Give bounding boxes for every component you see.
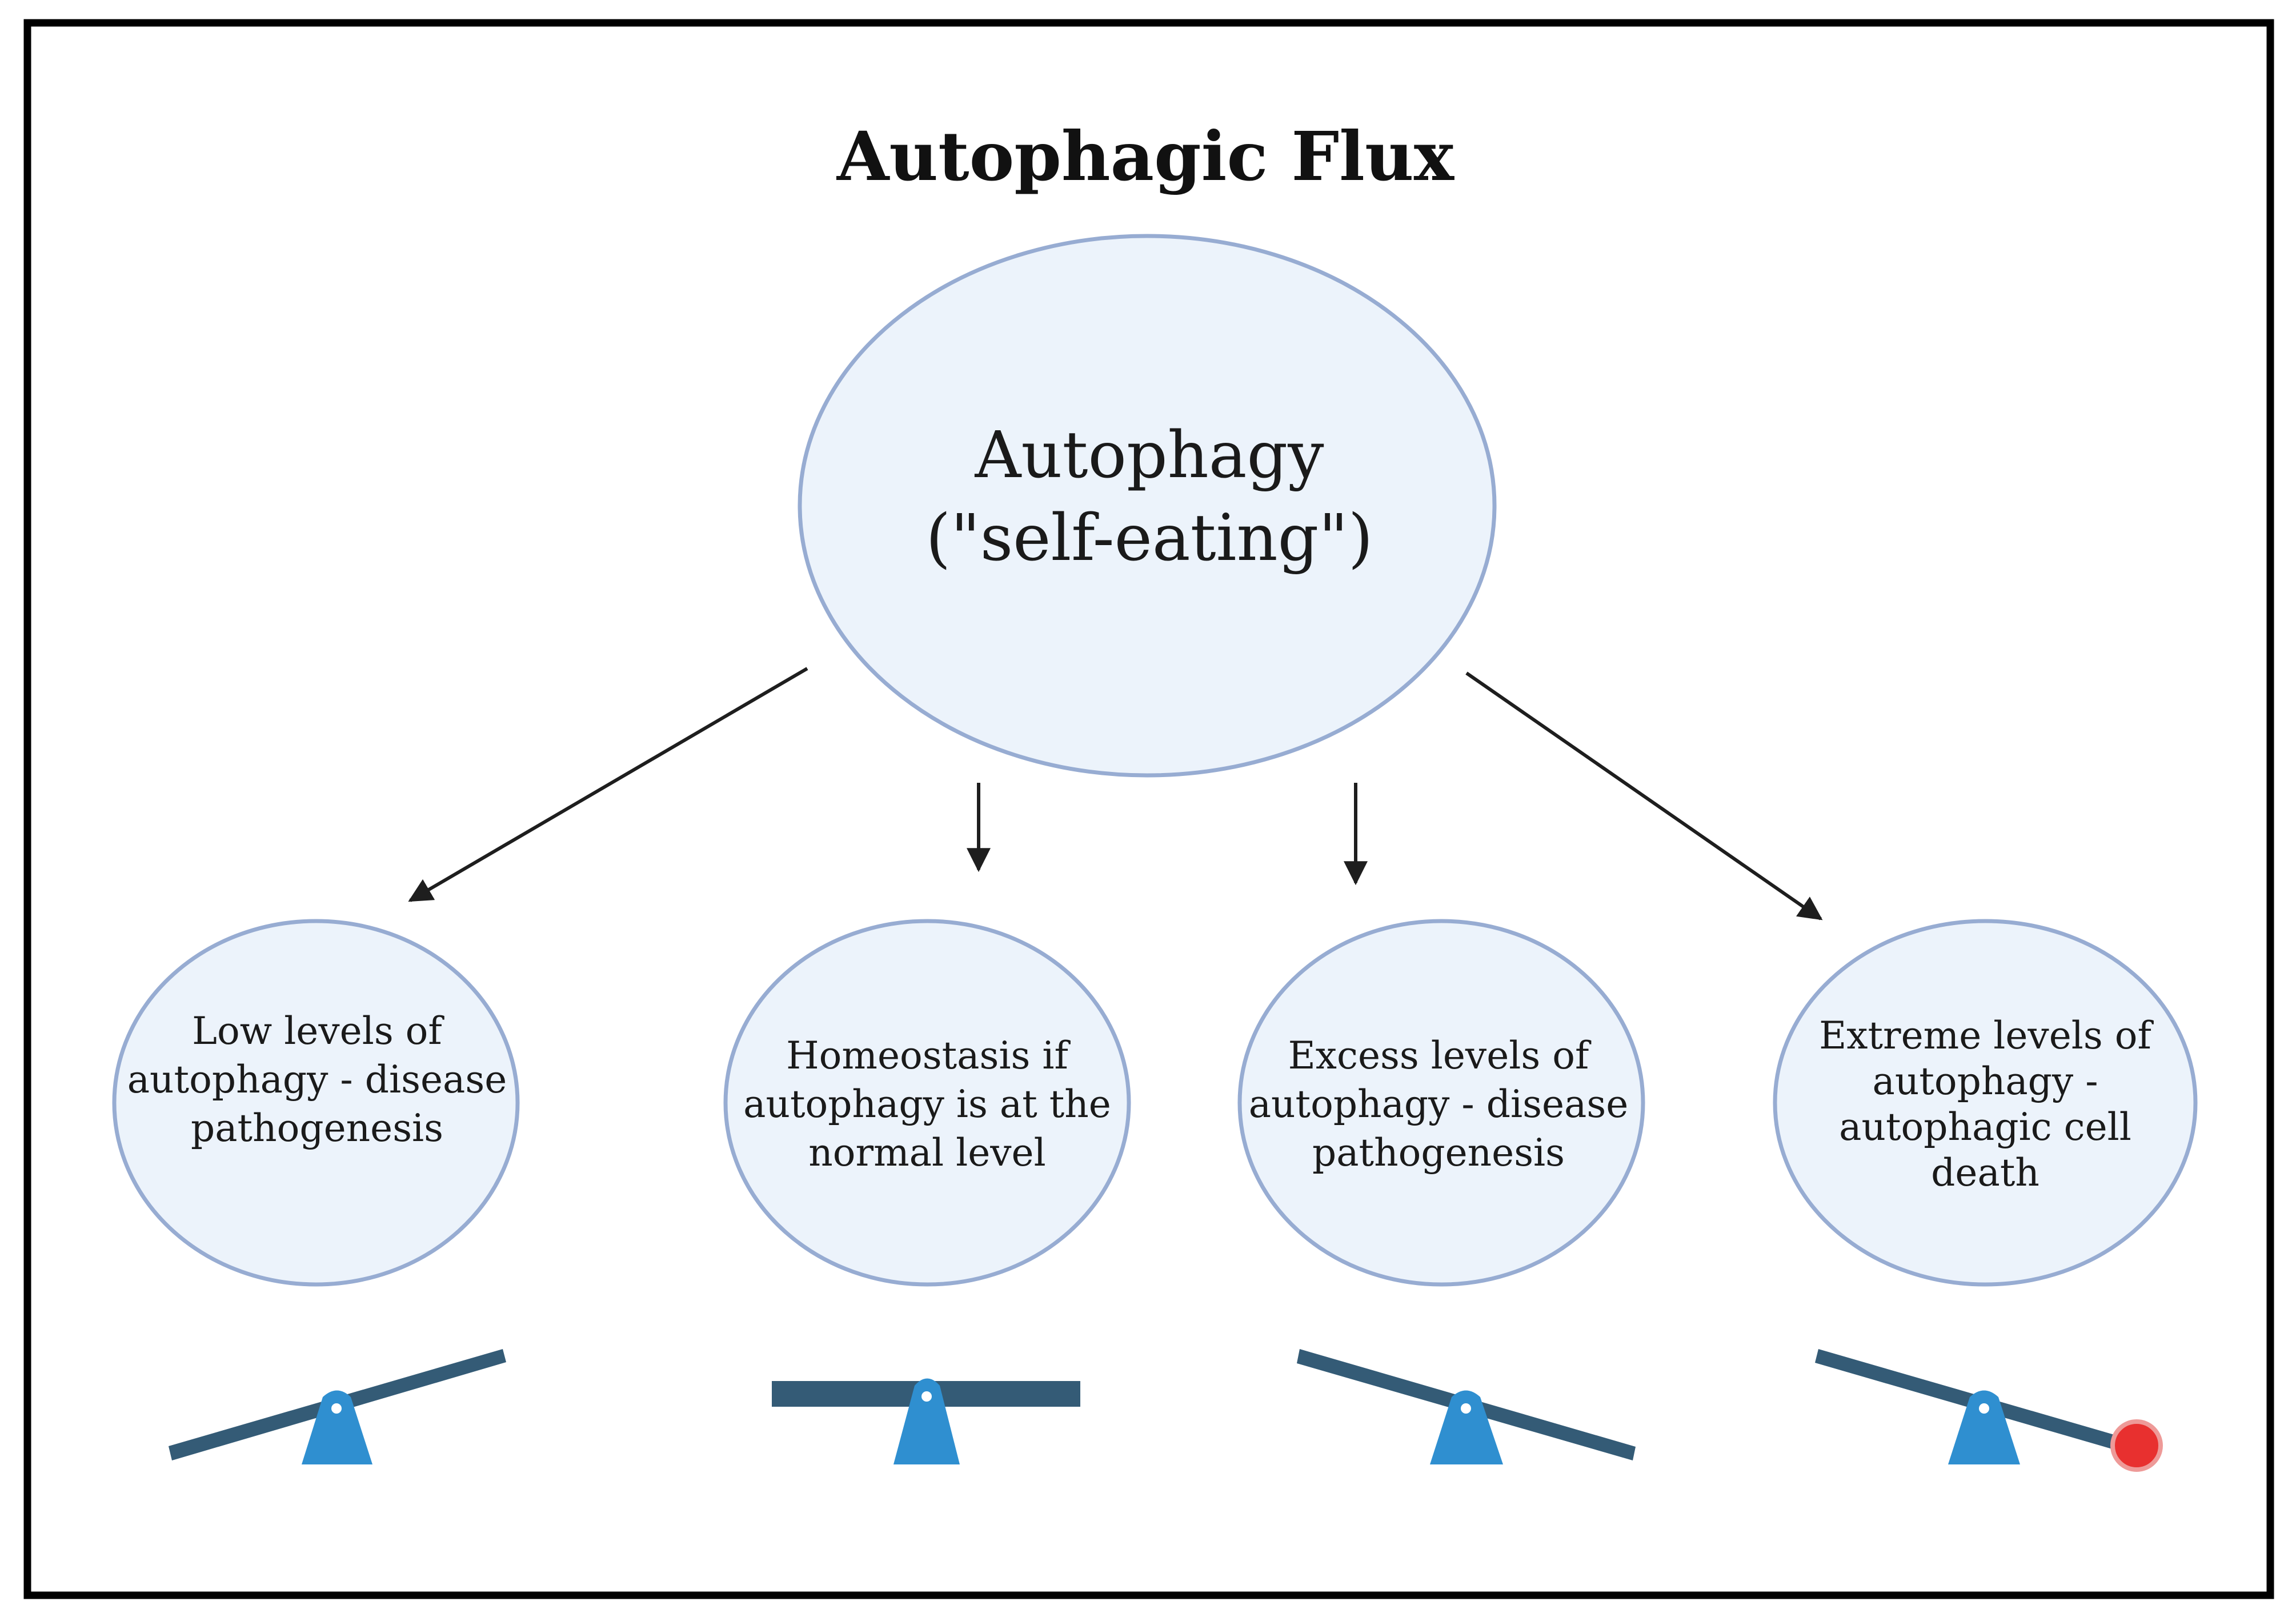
- balance-pivot: [1461, 1403, 1471, 1414]
- outcome-node-homeostasis: Homeostasis if autophagy is at the norma…: [723, 919, 1131, 1287]
- outcome-label-homeostasis-line-3: normal level: [808, 1131, 1045, 1175]
- balance-fulcrum: [893, 1378, 960, 1464]
- outcome-label-excess-line-3: pathogenesis: [1312, 1131, 1565, 1175]
- center-label-line-1: Autophagy: [974, 418, 1324, 493]
- balance-pivot: [1979, 1403, 1989, 1414]
- balance-scale-level: [772, 1378, 1080, 1464]
- balance-fulcrum: [1948, 1390, 2020, 1464]
- outcome-label-homeostasis-line-2: autophagy is at the: [743, 1082, 1111, 1126]
- outcome-ellipse-homeostasis: [723, 919, 1131, 1287]
- center-node: Autophagy ("self-eating"): [798, 234, 1497, 778]
- outcome-label-extreme-line-2: autophagy -: [1872, 1059, 2098, 1103]
- balance-fulcrum: [302, 1390, 372, 1464]
- outcome-label-extreme-line-4: death: [1931, 1151, 2039, 1195]
- arrow-to-low: [408, 667, 808, 902]
- outcome-label-excess-line-2: autophagy - disease: [1249, 1082, 1629, 1126]
- outcome-label-homeostasis-line-1: Homeostasis if: [786, 1034, 1071, 1078]
- outcome-ellipse-low: [112, 919, 520, 1287]
- balance-scale-extreme: [1815, 1349, 2163, 1472]
- center-ellipse: [798, 234, 1497, 778]
- center-label-line-2: ("self-eating"): [925, 501, 1373, 575]
- outcome-label-low-line-3: pathogenesis: [191, 1106, 443, 1150]
- outcome-ellipse-extreme: [1773, 919, 2198, 1287]
- outcome-label-low-line-2: autophagy - disease: [127, 1058, 507, 1102]
- balance-pivot: [331, 1403, 342, 1414]
- outcome-label-extreme-line-1: Extreme levels of: [1819, 1014, 2154, 1058]
- arrow-to-extreme: [1465, 671, 1823, 920]
- balance-fulcrum: [1430, 1390, 1503, 1464]
- outcome-node-excess: Excess levels of autophagy - disease pat…: [1237, 919, 1645, 1287]
- outcome-label-extreme-line-3: autophagic cell: [1839, 1105, 2131, 1149]
- outcome-node-low: Low levels of autophagy - disease pathog…: [112, 919, 520, 1287]
- outcome-label-low-line-1: Low levels of: [192, 1009, 444, 1053]
- outcome-label-excess-line-1: Excess levels of: [1288, 1034, 1592, 1078]
- balance-scale-excess: [1297, 1349, 1636, 1464]
- diagram-title: Autophagic Flux: [836, 117, 1455, 196]
- outcome-node-extreme: Extreme levels of autophagy - autophagic…: [1773, 919, 2198, 1287]
- balance-pivot: [921, 1391, 932, 1402]
- balance-weight: [2110, 1419, 2163, 1472]
- balance-scale-low: [169, 1349, 506, 1464]
- outcome-ellipse-excess: [1237, 919, 1645, 1287]
